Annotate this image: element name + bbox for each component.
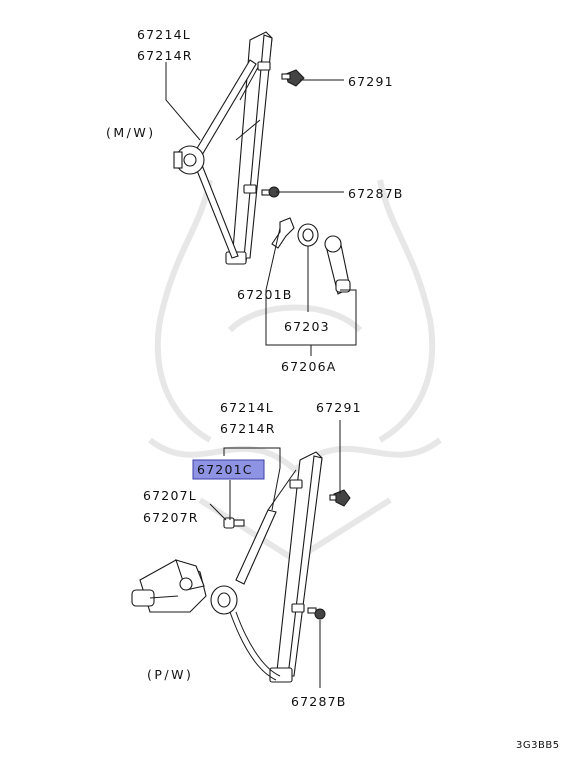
clip-part (271, 217, 295, 249)
highlight-box (192, 459, 265, 480)
power-window-regulator (210, 451, 323, 683)
label-67214L-upper: 67214L (137, 27, 191, 42)
handle-part (324, 235, 351, 295)
label-67291-upper: 67291 (348, 74, 394, 89)
bolt-lower (307, 607, 326, 620)
label-67206A: 67206A (281, 359, 337, 374)
label-67214R-lower: 67214R (220, 421, 276, 436)
escutcheon-part (297, 223, 319, 247)
label-67207R: 67207R (143, 510, 199, 525)
label-67214R-upper: 67214R (137, 48, 193, 63)
label-67201B: 67201B (237, 287, 293, 302)
screw-lower (329, 489, 351, 507)
label-67287B-lower: 67287B (291, 694, 347, 709)
label-67214L-lower: 67214L (220, 400, 274, 415)
label-67291-lower: 67291 (316, 400, 362, 415)
label-67207L: 67207L (143, 488, 197, 503)
label-pw: (P/W) (147, 667, 193, 682)
label-mw: (M/W) (106, 125, 156, 140)
label-67203: 67203 (284, 319, 330, 334)
label-67201C-highlighted[interactable]: 67201C (197, 462, 253, 477)
screw-upper (281, 69, 305, 87)
manual-window-regulator (173, 31, 273, 265)
label-67287B-upper: 67287B (348, 186, 404, 201)
window-motor (131, 559, 207, 613)
highlighted-bolt-part (223, 517, 245, 529)
diagram-code: 3G3BB5 (516, 740, 560, 751)
